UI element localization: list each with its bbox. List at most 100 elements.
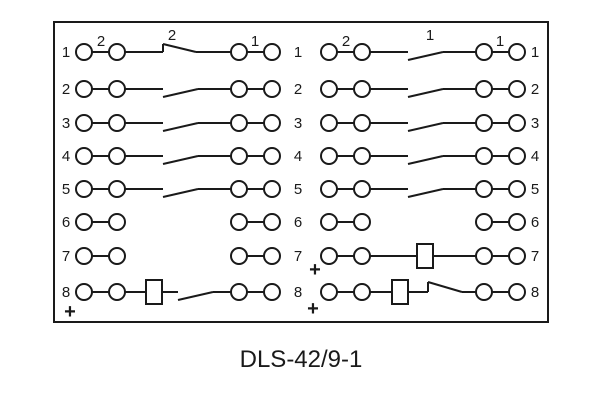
terminal xyxy=(320,180,338,198)
contact-row-5 xyxy=(320,180,526,198)
terminal xyxy=(230,43,248,61)
switch-blade xyxy=(407,88,444,98)
contact-row-3 xyxy=(75,114,281,132)
terminal xyxy=(320,247,338,265)
switch-blade xyxy=(162,88,199,98)
row-number: 3 xyxy=(531,115,539,132)
terminal xyxy=(320,283,338,301)
terminal xyxy=(75,80,93,98)
right-contact-labels: 2 1 1 xyxy=(342,27,504,50)
terminal xyxy=(263,247,281,265)
row-number: 2 xyxy=(294,81,302,98)
switch-label: 1 xyxy=(426,27,434,44)
terminal xyxy=(475,213,493,231)
terminal xyxy=(108,114,126,132)
terminal xyxy=(263,80,281,98)
row-number: 7 xyxy=(531,248,539,265)
contact-row-4 xyxy=(75,147,281,165)
terminal xyxy=(230,283,248,301)
terminal xyxy=(320,213,338,231)
row-number: 8 xyxy=(62,284,70,301)
terminal xyxy=(263,283,281,301)
terminal xyxy=(508,283,526,301)
contact-row-4 xyxy=(320,147,526,165)
row-number: 1 xyxy=(294,44,302,61)
terminal xyxy=(353,180,371,198)
terminal xyxy=(263,114,281,132)
terminal xyxy=(75,147,93,165)
terminal xyxy=(263,43,281,61)
terminal-label: 2 xyxy=(97,33,105,50)
row-number: 7 xyxy=(294,248,302,265)
terminal-label: 2 xyxy=(342,33,350,50)
switch-blade xyxy=(407,155,444,165)
switch-blade xyxy=(162,122,199,132)
terminal xyxy=(263,213,281,231)
terminal xyxy=(475,247,493,265)
terminal xyxy=(108,247,126,265)
row-number: 3 xyxy=(294,115,302,132)
polarity-plus: + xyxy=(309,259,321,281)
terminal xyxy=(353,147,371,165)
relay-coil xyxy=(391,279,409,305)
terminal xyxy=(508,180,526,198)
right-section xyxy=(320,43,526,305)
polarity-plus: + xyxy=(64,301,76,323)
row-number: 4 xyxy=(62,148,70,165)
terminal xyxy=(353,43,371,61)
switch-blade xyxy=(162,155,199,165)
terminal xyxy=(320,80,338,98)
row-number: 6 xyxy=(531,214,539,231)
switch-blade xyxy=(427,281,463,293)
terminal xyxy=(230,114,248,132)
diagram-frame xyxy=(53,21,549,323)
terminal xyxy=(475,283,493,301)
terminal-label: 1 xyxy=(251,33,259,50)
row-number: 5 xyxy=(62,181,70,198)
row-number: 1 xyxy=(531,44,539,61)
row-number: 8 xyxy=(294,284,302,301)
switch-blade xyxy=(407,122,444,132)
terminal xyxy=(75,283,93,301)
terminal xyxy=(320,114,338,132)
coil-row-8 xyxy=(75,279,281,305)
terminal xyxy=(263,180,281,198)
row-number: 1 xyxy=(62,44,70,61)
terminal xyxy=(230,147,248,165)
row-number: 8 xyxy=(531,284,539,301)
relay-coil xyxy=(145,279,163,305)
switch-label: 2 xyxy=(168,27,176,44)
terminal xyxy=(353,283,371,301)
terminal xyxy=(508,43,526,61)
row-number: 2 xyxy=(62,81,70,98)
switch-blade xyxy=(177,291,214,301)
terminal xyxy=(75,247,93,265)
terminal xyxy=(108,80,126,98)
terminal xyxy=(108,147,126,165)
switch-blade xyxy=(407,51,444,61)
left-section xyxy=(75,43,281,305)
terminal xyxy=(75,43,93,61)
contact-row-3 xyxy=(320,114,526,132)
contact-row-5 xyxy=(75,180,281,198)
terminal xyxy=(508,147,526,165)
row-number: 5 xyxy=(294,181,302,198)
terminal xyxy=(108,213,126,231)
terminal xyxy=(353,247,371,265)
polarity-plus: + xyxy=(307,298,319,320)
contact-row-2 xyxy=(75,80,281,98)
terminal xyxy=(508,114,526,132)
terminal xyxy=(108,180,126,198)
terminal xyxy=(108,43,126,61)
row-number: 6 xyxy=(62,214,70,231)
terminal xyxy=(475,80,493,98)
terminal xyxy=(320,43,338,61)
terminal xyxy=(108,283,126,301)
terminal xyxy=(263,147,281,165)
contact-row-1 xyxy=(320,43,526,61)
coil-row-8 xyxy=(320,279,526,305)
terminal xyxy=(75,114,93,132)
terminal xyxy=(508,247,526,265)
row-number: 6 xyxy=(294,214,302,231)
